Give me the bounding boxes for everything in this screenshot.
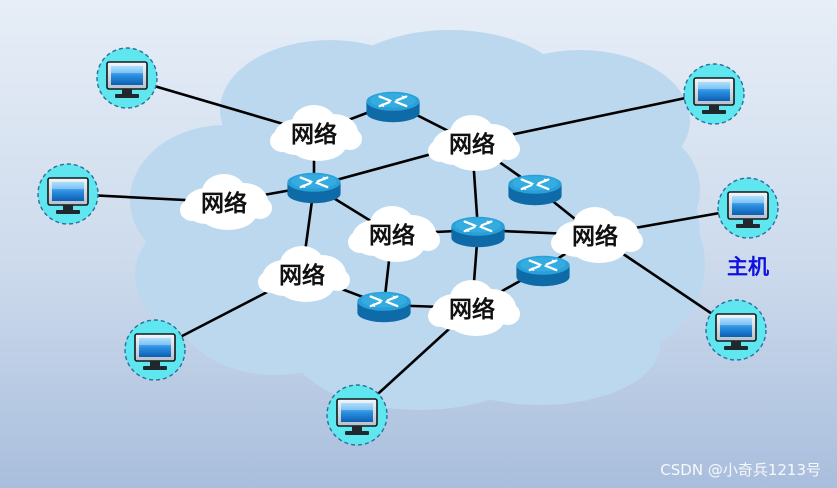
network-cloud-icon <box>428 115 520 171</box>
router-icon <box>515 254 571 288</box>
network-cloud-icon <box>258 246 350 302</box>
router-icon <box>450 215 506 249</box>
network-label: 网络 <box>279 262 325 289</box>
network-cloud-icon <box>180 174 272 230</box>
host-label: 主机 <box>727 255 769 279</box>
network-label: 网络 <box>291 121 337 148</box>
computer-monitor-icon <box>124 319 186 381</box>
watermark: CSDN @小奇兵1213号 <box>660 461 821 479</box>
network-cloud-icon <box>270 105 362 161</box>
computer-monitor-icon <box>717 177 779 239</box>
network-label: 网络 <box>369 222 415 249</box>
network-label: 网络 <box>572 223 618 250</box>
network-clouds <box>180 105 643 336</box>
network-label: 网络 <box>201 190 247 217</box>
network-label: 网络 <box>449 131 495 158</box>
computer-monitor-icon <box>683 63 745 125</box>
network-cloud-icon <box>348 206 440 262</box>
router-icon <box>365 90 421 124</box>
router-icon <box>507 173 563 207</box>
network-cloud-icon <box>428 280 520 336</box>
computer-monitor-icon <box>705 299 767 361</box>
network-labels: 网络 网络 网络 网络 网络 网络 网络 <box>201 121 618 323</box>
computer-monitor-icon <box>37 163 99 225</box>
network-cloud-icon <box>551 207 643 263</box>
computer-monitor-icon <box>326 384 388 446</box>
router-icon <box>356 290 412 324</box>
computer-monitor-icon <box>96 47 158 109</box>
network-label: 网络 <box>449 296 495 323</box>
router-icon <box>286 171 342 205</box>
